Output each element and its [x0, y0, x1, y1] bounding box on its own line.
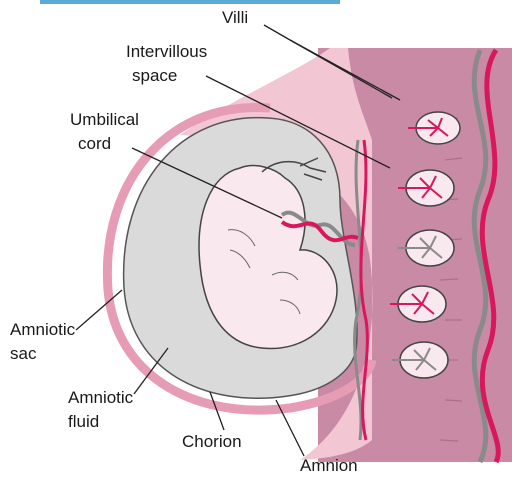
label-amniotic-fluid-line2: fluid — [68, 412, 99, 432]
top-accent-bar — [40, 0, 340, 4]
label-umbilical-line1: Umbilical — [70, 110, 139, 130]
label-chorion: Chorion — [182, 432, 242, 452]
label-umbilical-line2: cord — [78, 134, 111, 154]
label-amnion: Amnion — [300, 456, 358, 476]
label-villi: Villi — [222, 8, 248, 28]
label-amniotic-sac-line2: sac — [10, 344, 36, 364]
label-amniotic-sac-line1: Amniotic — [10, 320, 75, 340]
label-amniotic-fluid-line1: Amniotic — [68, 388, 133, 408]
label-intervillous-line1: Intervillous — [126, 42, 207, 62]
label-intervillous-line2: space — [132, 66, 177, 86]
